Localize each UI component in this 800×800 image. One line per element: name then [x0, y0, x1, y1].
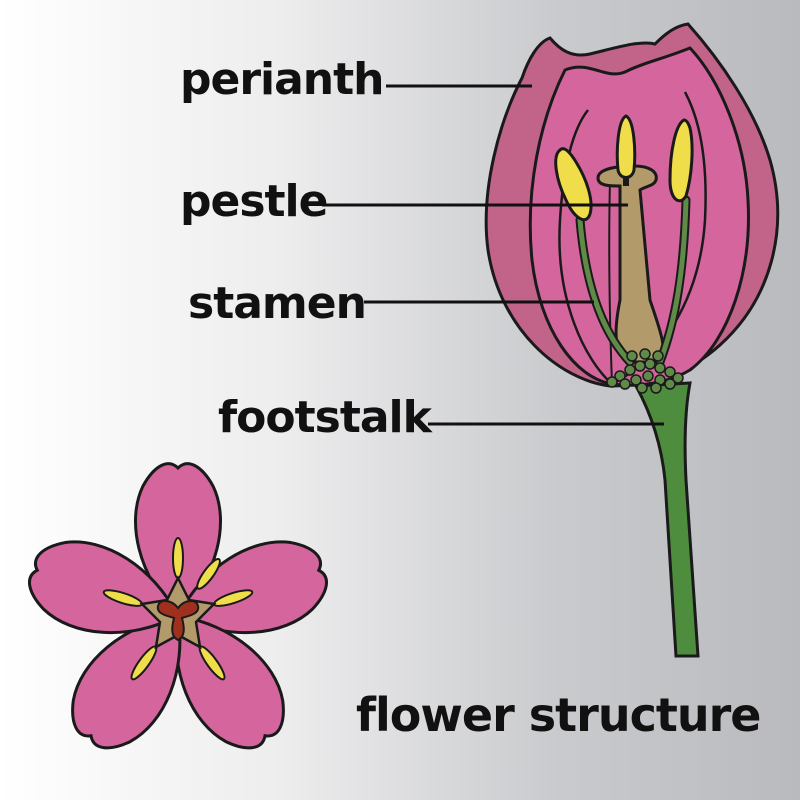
top-view-petal	[175, 540, 328, 635]
diagram-title: flower structure	[356, 688, 761, 742]
petal-fold-center	[608, 179, 613, 385]
petal-fold-left	[558, 109, 613, 385]
label-perianth: perianth	[180, 54, 384, 105]
anther-center	[615, 114, 637, 179]
top-view-anther	[196, 558, 221, 590]
flower-top-view	[28, 462, 328, 750]
ovule-cluster	[606, 348, 684, 394]
top-view-anther	[172, 537, 184, 579]
label-footstalk: footstalk	[218, 392, 432, 443]
anther-left	[554, 147, 593, 222]
label-pestle: pestle	[180, 176, 328, 227]
stamen-filament-left-fill	[577, 217, 633, 365]
top-view-stigma	[156, 600, 200, 642]
footstalk-stem	[633, 381, 700, 658]
top-view-petal	[28, 540, 181, 635]
stamen-filament-right-fill	[657, 197, 689, 365]
anther-right	[668, 118, 694, 203]
label-stamen: stamen	[188, 278, 367, 329]
top-view-anthers	[102, 537, 254, 681]
